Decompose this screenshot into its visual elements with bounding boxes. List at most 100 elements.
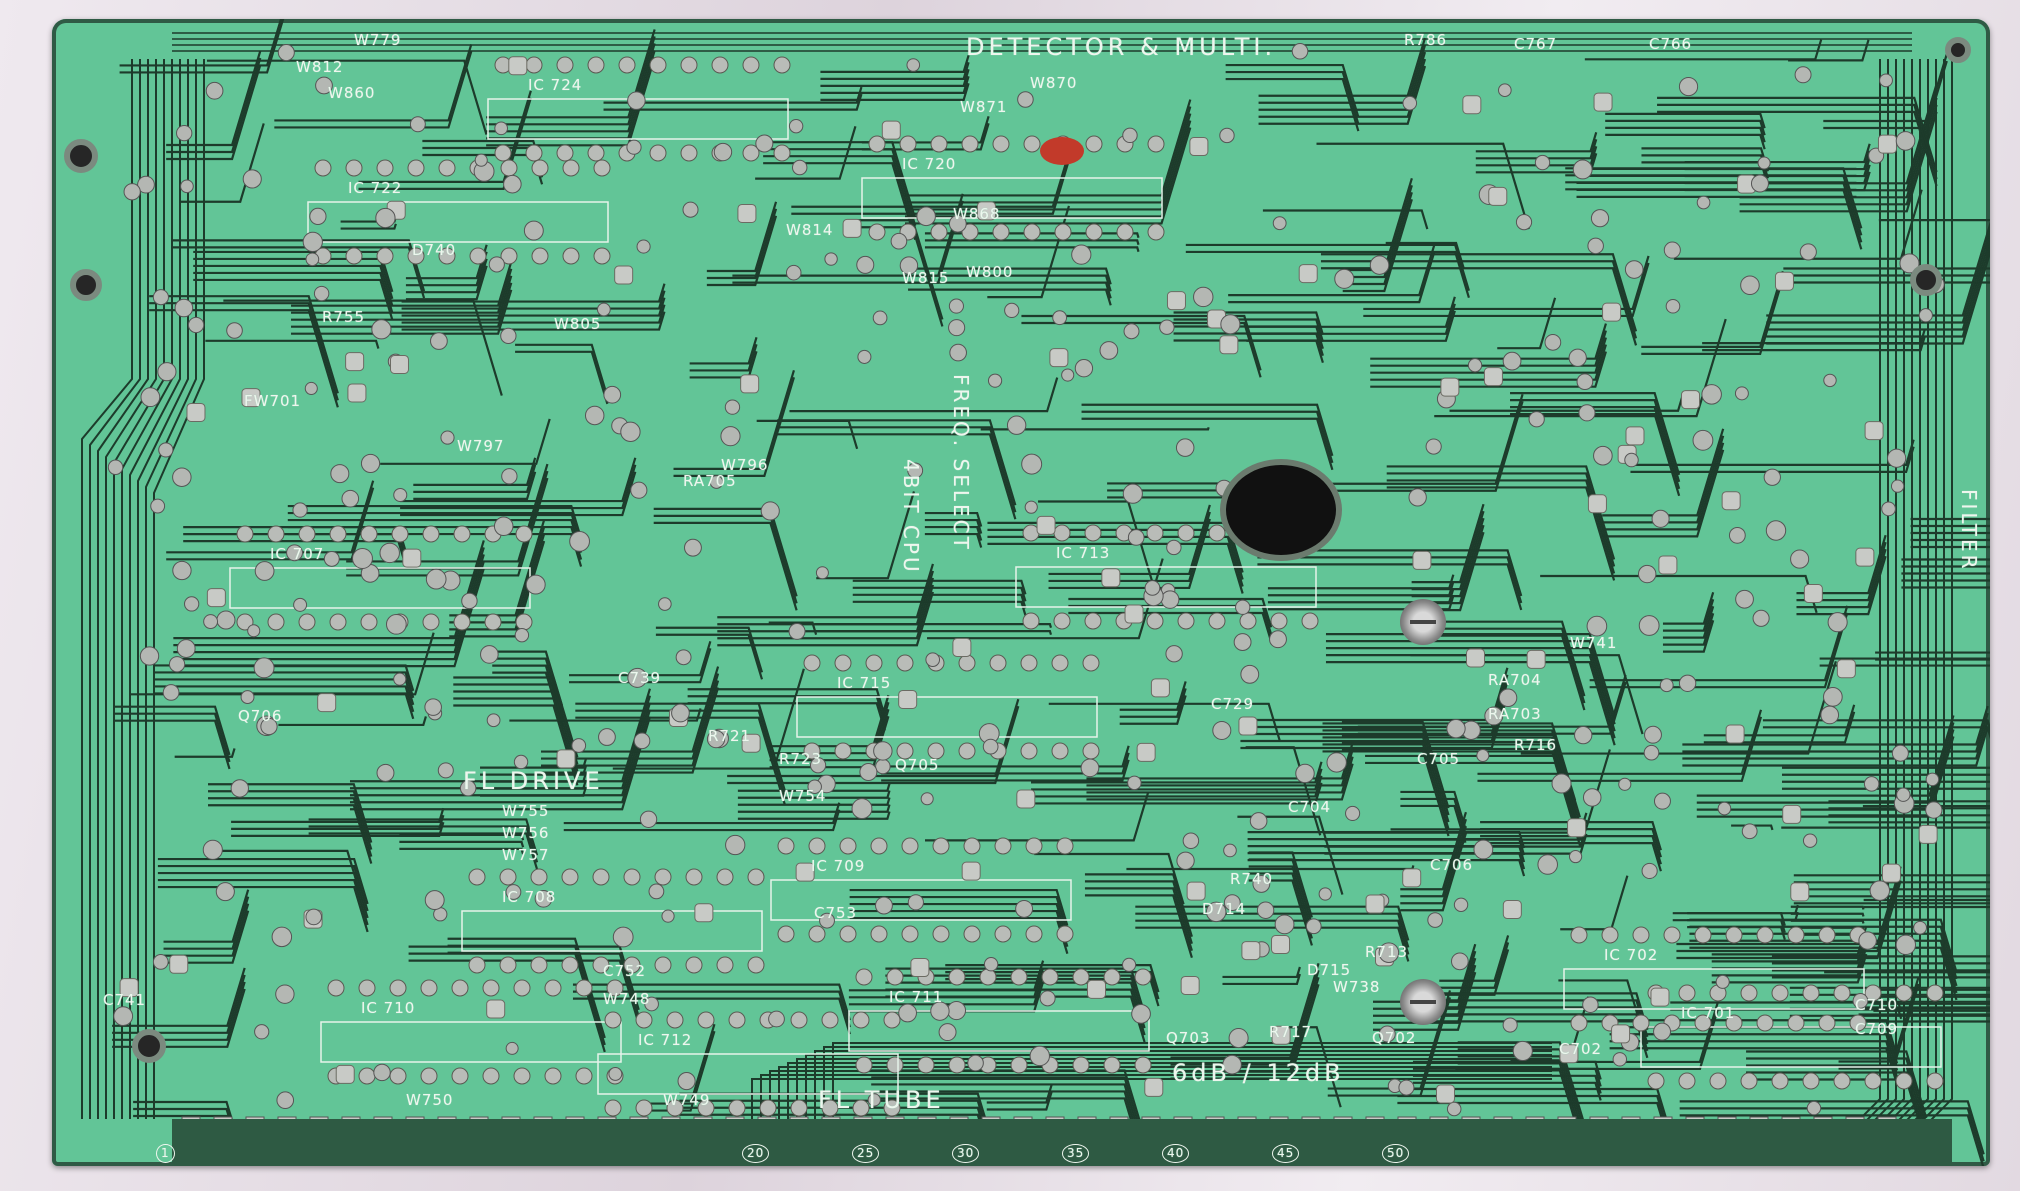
solder-pad xyxy=(747,956,765,974)
solder-pad xyxy=(1467,358,1483,373)
trace xyxy=(1781,826,1990,829)
solder-pad xyxy=(1586,615,1608,637)
trace xyxy=(1048,518,1211,590)
solder-pad xyxy=(1593,445,1613,466)
trace xyxy=(1828,807,1990,810)
solder-pad xyxy=(1918,308,1933,323)
mounting-hole xyxy=(1945,37,1971,63)
solder-pad xyxy=(1725,926,1743,944)
solder-pad xyxy=(1612,1052,1628,1067)
solder-pad xyxy=(635,1011,653,1029)
solder-pad xyxy=(1271,1025,1291,1045)
trace xyxy=(308,832,539,870)
trace xyxy=(1863,905,1990,909)
solder-pad xyxy=(1082,742,1100,760)
solder-pad xyxy=(1295,763,1315,784)
solder-pad xyxy=(1692,429,1714,451)
trace xyxy=(1696,736,1955,818)
trace xyxy=(157,864,369,912)
solder-pad xyxy=(952,637,972,657)
solder-pad xyxy=(982,738,999,755)
solder-pad xyxy=(886,1056,904,1074)
solder-pad xyxy=(627,91,646,110)
trace xyxy=(1240,688,1509,743)
trace xyxy=(756,419,859,450)
solder-pad xyxy=(728,1099,746,1117)
solder-pad xyxy=(1498,688,1518,708)
trace xyxy=(1828,814,1990,817)
trace xyxy=(1412,1074,1602,1094)
solder-pad xyxy=(1015,899,1034,918)
solder-pad xyxy=(1891,744,1909,762)
solder-pad xyxy=(1238,716,1258,736)
solder-pad xyxy=(203,614,219,630)
trace xyxy=(349,695,651,790)
solder-pad xyxy=(1587,237,1604,255)
solder-pad xyxy=(1029,1045,1050,1067)
trace xyxy=(137,59,189,1119)
solder-pad xyxy=(1085,135,1103,153)
trace xyxy=(447,937,606,1039)
trace xyxy=(1497,297,1557,350)
trace xyxy=(119,19,285,74)
trace xyxy=(820,62,970,80)
solder-pad xyxy=(562,247,580,265)
trace xyxy=(1292,393,1524,485)
trace xyxy=(480,786,587,797)
solder-pad xyxy=(226,322,243,339)
solder-pad xyxy=(983,957,999,972)
trace xyxy=(924,525,983,541)
trace xyxy=(173,547,485,647)
component-label: W757 xyxy=(502,846,550,864)
trace xyxy=(1222,966,1301,979)
trace xyxy=(1373,957,1477,1017)
solder-pad xyxy=(992,135,1010,153)
solder-pad xyxy=(824,252,838,266)
trace xyxy=(1746,1057,1928,1126)
trace xyxy=(1258,58,1427,118)
trace xyxy=(291,261,513,307)
trace xyxy=(154,692,415,720)
trace xyxy=(509,708,702,722)
solder-pad xyxy=(1450,952,1469,971)
solder-pad xyxy=(1235,599,1251,615)
trace xyxy=(1702,336,1926,352)
trace xyxy=(737,797,891,806)
trace xyxy=(1766,221,1990,317)
solder-pad xyxy=(1378,1025,1396,1043)
trace xyxy=(105,59,157,1119)
solder-pad xyxy=(938,1023,957,1042)
solder-pad xyxy=(872,310,888,326)
trace xyxy=(706,201,778,273)
trace xyxy=(1687,925,1786,940)
trace xyxy=(1225,70,1360,125)
trace xyxy=(114,712,231,763)
trace xyxy=(572,983,851,1021)
solder-pad xyxy=(803,742,821,760)
trace xyxy=(1048,511,1211,583)
solder-pad xyxy=(1223,894,1241,912)
component-label: C752 xyxy=(603,962,647,980)
trace xyxy=(401,304,666,324)
component-label: W750 xyxy=(406,1091,454,1109)
solder-pad xyxy=(468,868,486,886)
ic-outline xyxy=(597,1053,899,1095)
solder-pad xyxy=(1802,984,1820,1002)
solder-pad xyxy=(1602,302,1622,322)
solder-pad xyxy=(1887,448,1907,468)
solder-pad xyxy=(1488,186,1508,206)
solder-pad xyxy=(1725,1014,1743,1032)
solder-pad xyxy=(176,124,193,142)
trace xyxy=(1520,660,1837,755)
solder-pad xyxy=(1402,95,1418,111)
trace xyxy=(1676,873,1902,953)
solder-pad xyxy=(1787,926,1805,944)
trace xyxy=(358,97,532,191)
trace xyxy=(274,51,473,129)
trace xyxy=(908,288,1112,306)
solder-pad xyxy=(345,159,363,177)
solder-pad xyxy=(1241,941,1261,961)
trace xyxy=(1672,904,1799,915)
solder-pad xyxy=(1465,648,1485,668)
solder-pad xyxy=(503,174,522,194)
